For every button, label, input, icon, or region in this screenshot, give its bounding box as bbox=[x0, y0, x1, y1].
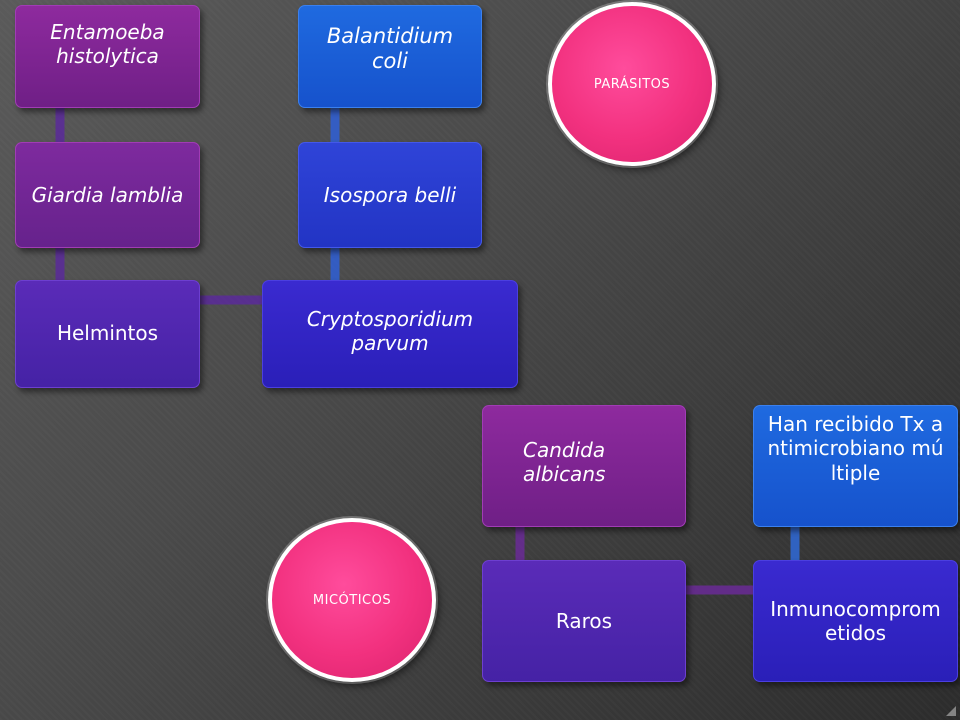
node-inmunocomprometidos: Inmunocomprometidos bbox=[753, 560, 958, 682]
node-isospora-belli-label: Isospora belli bbox=[323, 183, 457, 207]
node-giardia-lamblia-label: Giardia lamblia bbox=[31, 183, 184, 207]
node-balantidium-coli: Balantidium coli bbox=[298, 5, 482, 108]
node-cryptosporidium-parvum: Cryptosporidium parvum bbox=[262, 280, 518, 388]
node-inmunocomprometidos-label: Inmunocomprometidos bbox=[770, 597, 941, 645]
node-han-recibido-tx-label: Han recibido Tx antimicrobiano múltiple bbox=[767, 412, 944, 485]
node-helmintos-label: Helmintos bbox=[56, 321, 159, 345]
node-raros-label: Raros bbox=[555, 609, 613, 633]
node-balantidium-coli-label: Balantidium coli bbox=[326, 24, 454, 74]
node-raros: Raros bbox=[482, 560, 686, 682]
node-candida-albicans: Candida albicans bbox=[482, 405, 686, 527]
circle-micoticos: MICÓTICOS bbox=[268, 518, 436, 682]
circle-micoticos-label: MICÓTICOS bbox=[312, 592, 392, 608]
node-helmintos: Helmintos bbox=[15, 280, 200, 388]
node-entamoeba-histolytica: Entamoeba histolytica bbox=[15, 5, 200, 108]
corner-arrow-icon bbox=[946, 696, 956, 716]
node-entamoeba-histolytica-label: Entamoeba histolytica bbox=[50, 20, 165, 68]
circle-parasitos: PARÁSITOS bbox=[548, 2, 716, 166]
node-cryptosporidium-parvum-label: Cryptosporidium parvum bbox=[306, 307, 474, 355]
node-giardia-lamblia: Giardia lamblia bbox=[15, 142, 200, 248]
node-isospora-belli: Isospora belli bbox=[298, 142, 482, 248]
node-han-recibido-tx: Han recibido Tx antimicrobiano múltiple bbox=[753, 405, 958, 527]
node-candida-albicans-label: Candida albicans bbox=[523, 438, 606, 486]
circle-parasitos-label: PARÁSITOS bbox=[593, 76, 671, 92]
